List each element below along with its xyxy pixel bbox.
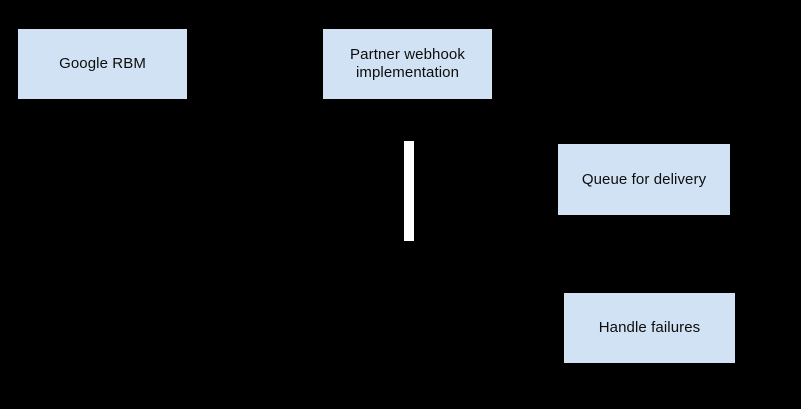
node-google-rbm[interactable]: Google RBM bbox=[18, 29, 187, 99]
node-partner-webhook-implementation[interactable]: Partner webhook implementation bbox=[323, 29, 492, 99]
node-handle-failures[interactable]: Handle failures bbox=[564, 293, 735, 363]
vertical-connector-line bbox=[404, 141, 414, 241]
node-queue-for-delivery[interactable]: Queue for delivery bbox=[558, 144, 730, 215]
